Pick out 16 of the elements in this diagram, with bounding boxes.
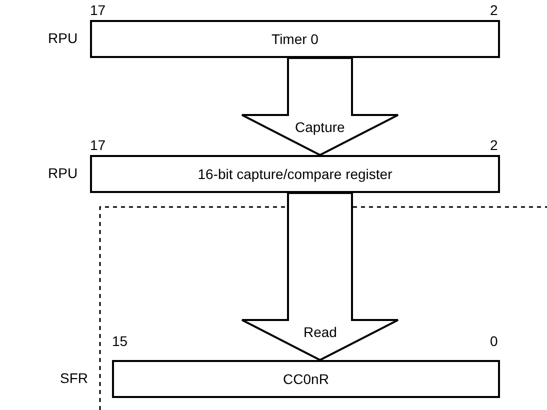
edge-label: Capture bbox=[295, 119, 345, 135]
bit-number: 15 bbox=[112, 333, 128, 349]
bit-number: 2 bbox=[490, 137, 498, 153]
register-type-label: SFR bbox=[60, 370, 88, 386]
register-type-label: RPU bbox=[48, 165, 78, 181]
bit-number: 17 bbox=[90, 2, 106, 18]
bit-number: 0 bbox=[490, 333, 498, 349]
register-box: 16-bit capture/compare register bbox=[90, 155, 500, 193]
register-box: Timer 0 bbox=[90, 20, 500, 58]
block-arrow bbox=[241, 57, 399, 156]
register-box: CC0nR bbox=[112, 360, 500, 398]
register-type-label: RPU bbox=[48, 30, 78, 46]
block-arrow bbox=[241, 192, 399, 362]
bit-number: 17 bbox=[90, 137, 106, 153]
bit-number: 2 bbox=[490, 2, 498, 18]
edge-label: Read bbox=[304, 324, 337, 340]
